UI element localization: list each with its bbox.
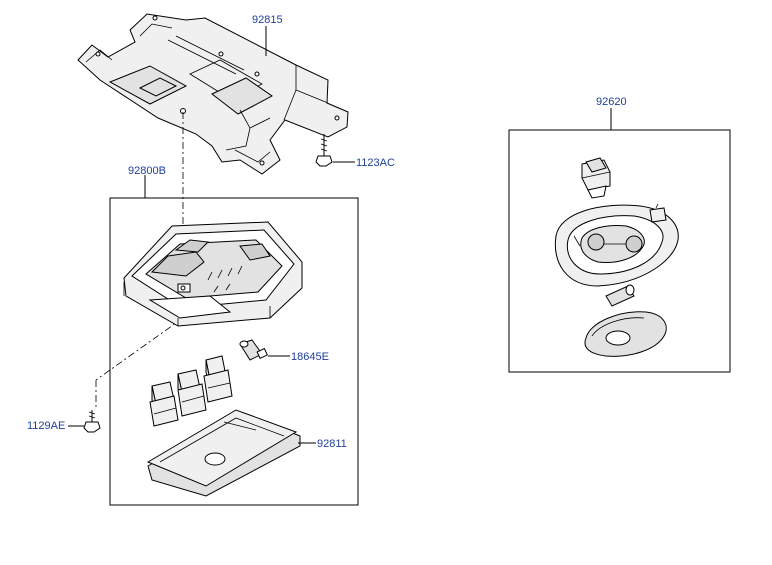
assembly-box-92800b [109, 197, 359, 506]
lens-92811[interactable] [146, 409, 301, 497]
lamp-housing[interactable] [123, 221, 303, 327]
screw-1123ac[interactable] [315, 134, 333, 167]
assembly-box-92620 [508, 129, 731, 373]
label-1123ac: 1123AC [356, 157, 395, 169]
label-92815: 92815 [252, 14, 283, 26]
bulb-18645e[interactable] [239, 339, 268, 361]
label-92811: 92811 [317, 438, 347, 450]
label-92620: 92620 [596, 96, 627, 108]
screw-1129ae[interactable] [83, 410, 101, 433]
switch-knobs[interactable] [149, 355, 233, 427]
round-lens[interactable] [584, 311, 667, 357]
small-bulb[interactable] [605, 284, 635, 307]
bulb-socket[interactable] [581, 157, 611, 199]
roof-bracket-92815[interactable] [77, 13, 349, 175]
label-18645e: 18645E [291, 351, 329, 363]
round-lamp-housing[interactable] [554, 203, 679, 287]
label-1129ae: 1129AE [27, 420, 65, 432]
label-92800b: 92800B [128, 165, 166, 177]
